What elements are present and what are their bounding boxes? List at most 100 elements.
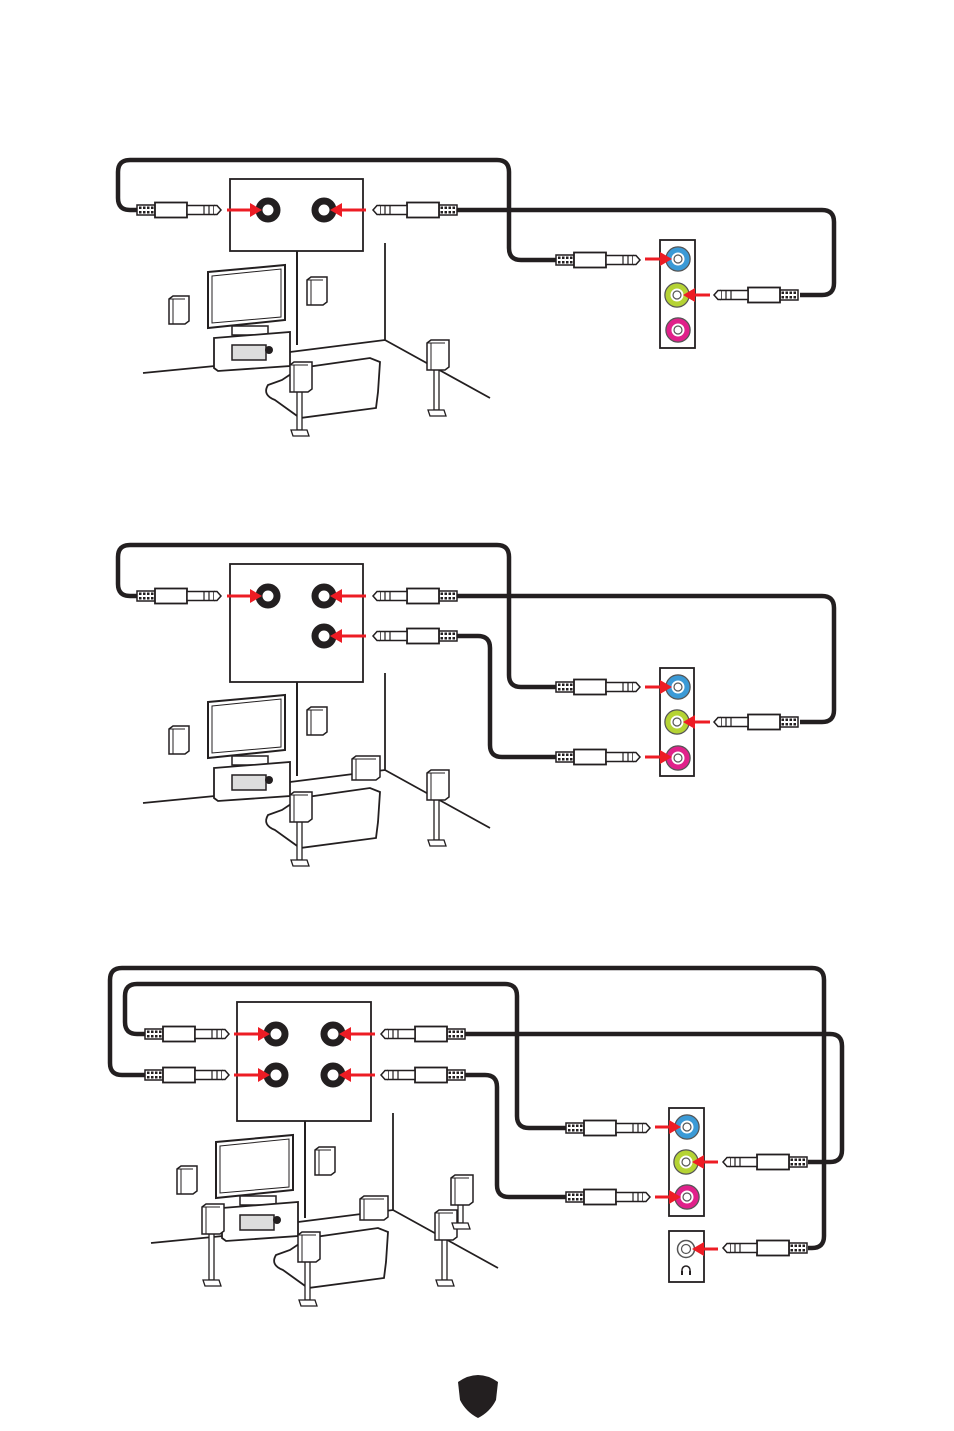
plug-shaft [606, 683, 633, 692]
plug-grip-mark [558, 261, 561, 264]
plug-grip-mark [159, 1035, 162, 1038]
speaker-base [299, 1300, 317, 1306]
plug-tip [714, 291, 721, 300]
plug-grip-mark [453, 1031, 456, 1034]
plug-grip-mark [441, 597, 444, 600]
plug-grip-mark [159, 1076, 162, 1079]
plug-shaft [616, 1124, 643, 1133]
plug-grip-mark [799, 1159, 802, 1162]
plug-grip-mark [566, 688, 569, 691]
jack-hole [674, 754, 682, 762]
plug-tip [373, 632, 380, 641]
plug-shaft [388, 1071, 415, 1080]
plug-grip-mark [445, 211, 448, 214]
speaker-icon [298, 1232, 320, 1262]
plug-grip-mark [461, 1031, 464, 1034]
plug-grip-mark [782, 719, 785, 722]
jack-hole [320, 632, 328, 640]
plug-shaft [721, 291, 748, 300]
plug-body [415, 1027, 447, 1042]
speaker-stand [442, 1238, 447, 1280]
plug-grip-mark [795, 1159, 798, 1162]
plug-grip-mark [441, 633, 444, 636]
plug-grip-mark [449, 637, 452, 640]
plug-tip [373, 592, 380, 601]
plug-tip [633, 256, 640, 265]
audio-plug [556, 680, 640, 695]
plug-grip-mark [572, 1129, 575, 1132]
audio-plug [373, 203, 457, 218]
plug-shaft [606, 753, 633, 762]
plug-shaft [195, 1030, 222, 1039]
speaker-body [315, 1147, 335, 1175]
plug-tip [381, 1071, 388, 1080]
jack-hole [683, 1193, 691, 1201]
floor-speaker-icon [435, 1210, 457, 1286]
plug-grip-mark [566, 257, 569, 260]
plug-grip-mark [453, 597, 456, 600]
audio-plug [566, 1121, 650, 1136]
diagram-1 [118, 160, 834, 436]
speaker-stand [434, 798, 439, 840]
floor-speaker-icon [427, 340, 449, 416]
speaker-stand [434, 368, 439, 410]
plug-grip-mark [558, 684, 561, 687]
plug-grip-mark [143, 593, 146, 596]
plug-grip-mark [139, 597, 142, 600]
plug-grip-mark [151, 1035, 154, 1038]
plug-grip-mark [790, 296, 793, 299]
plug-grip-mark [782, 723, 785, 726]
plug-grip-mark [566, 684, 569, 687]
jack-hole [329, 1030, 337, 1038]
receiver-jack [265, 346, 273, 354]
plug-grip-mark [790, 723, 793, 726]
plug-grip-mark [566, 758, 569, 761]
plug-grip-mark [151, 207, 154, 210]
speaker-icon [352, 756, 380, 780]
plug-grip-mark [794, 719, 797, 722]
plug-shaft [195, 1071, 222, 1080]
speaker-body [290, 792, 312, 822]
speaker-base [428, 410, 446, 416]
plug-body [757, 1155, 789, 1170]
plug-tip [214, 592, 221, 601]
speaker-body [427, 340, 449, 370]
plug-body [407, 589, 439, 604]
plug-grip-mark [449, 1031, 452, 1034]
plug-body [415, 1068, 447, 1083]
av-receiver [232, 345, 266, 360]
speaker-body [169, 296, 189, 324]
cable [465, 1034, 842, 1162]
plug-grip-mark [457, 1076, 460, 1079]
receiver-jack [273, 1216, 281, 1224]
plug-grip-mark [786, 719, 789, 722]
plug-shaft [730, 1244, 757, 1253]
plug-grip-mark [147, 1072, 150, 1075]
plug-grip-mark [566, 754, 569, 757]
plug-grip-mark [159, 1072, 162, 1075]
plug-grip-mark [139, 593, 142, 596]
plug-grip-mark [461, 1035, 464, 1038]
jack-hole [673, 291, 681, 299]
jack-hole [272, 1071, 280, 1079]
speaker-base [452, 1223, 470, 1229]
plug-grip-mark [558, 257, 561, 260]
plug-grip-mark [449, 1076, 452, 1079]
audio-plug [373, 589, 457, 604]
plug-grip-mark [580, 1129, 583, 1132]
plug-grip-mark [568, 1125, 571, 1128]
speaker-icon [169, 296, 189, 324]
plug-grip-mark [580, 1194, 583, 1197]
plug-grip-mark [147, 1076, 150, 1079]
speaker-icon [169, 726, 189, 754]
plug-grip-mark [572, 1125, 575, 1128]
plug-grip-mark [151, 593, 154, 596]
plug-grip-mark [786, 723, 789, 726]
plug-grip-mark [449, 633, 452, 636]
plug-tip [714, 718, 721, 727]
plug-body [757, 1241, 789, 1256]
plug-grip-mark [449, 597, 452, 600]
audio-plug [714, 715, 798, 730]
tv-screen [220, 1139, 289, 1193]
plug-grip-mark [803, 1159, 806, 1162]
